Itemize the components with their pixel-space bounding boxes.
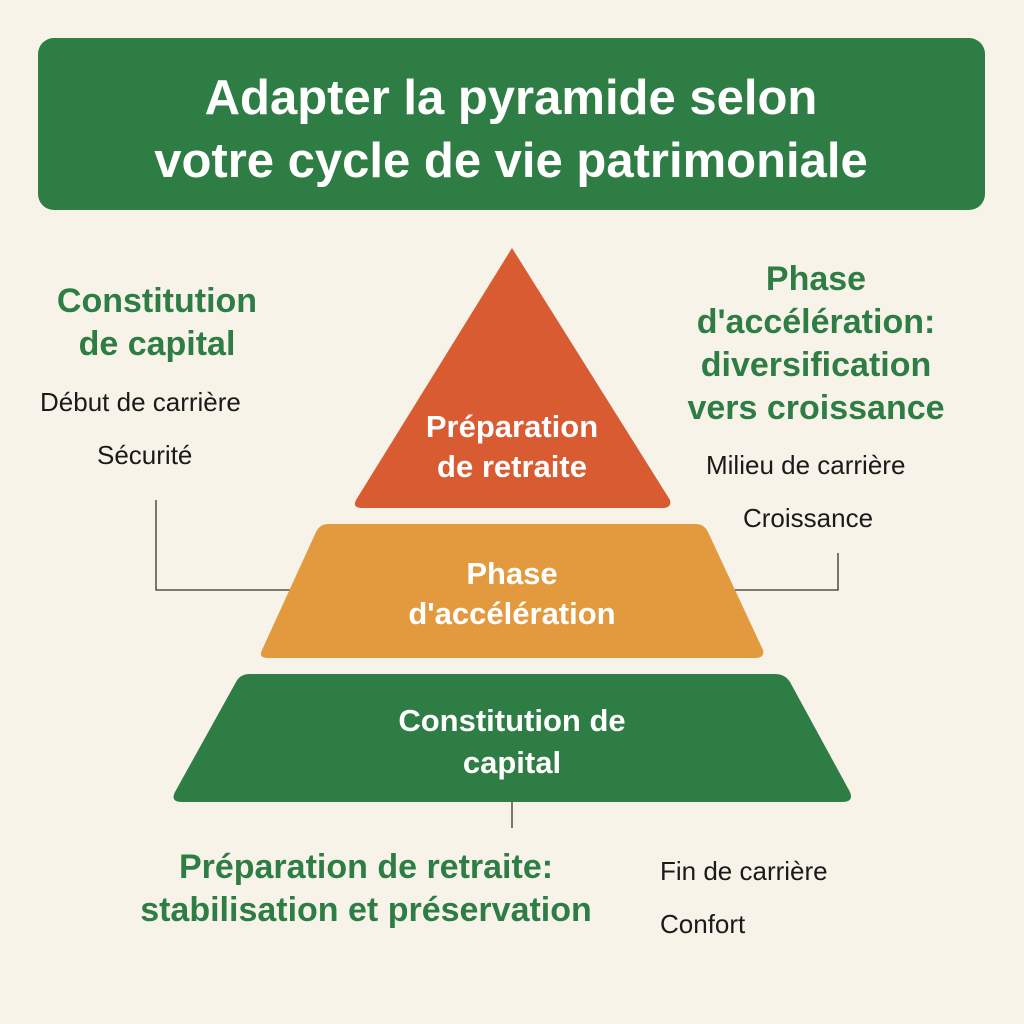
right-detail1: Milieu de carrière — [706, 450, 905, 480]
bottom-title-line1: Préparation de retraite: — [179, 848, 553, 886]
left-connector — [155, 500, 292, 591]
pyramid-bottom-level — [173, 674, 851, 802]
bottom-title-line2: stabilisation et préservation — [140, 891, 592, 929]
top-level-line2: de retraite — [437, 449, 587, 484]
top-level-line1: Préparation — [426, 409, 598, 444]
left-title-line2: de capital — [79, 325, 236, 363]
left-detail1: Début de carrière — [40, 387, 241, 417]
right-title-line2: d'accélération: — [697, 303, 936, 341]
right-connector — [735, 553, 839, 591]
pyramid-top-level — [354, 248, 671, 508]
right-title-line4: vers croissance — [687, 389, 944, 427]
bottom-detail2: Confort — [660, 909, 746, 939]
pyramid-middle-level — [260, 524, 764, 658]
title-line2: votre cycle de vie patrimoniale — [154, 134, 868, 188]
right-title-line1: Phase — [766, 260, 866, 298]
left-detail2: Sécurité — [97, 440, 192, 470]
bottom-level-line2: capital — [463, 745, 561, 780]
right-detail2: Croissance — [743, 503, 873, 533]
left-title-line1: Constitution — [57, 282, 257, 320]
bottom-detail1: Fin de carrière — [660, 856, 828, 886]
middle-level-line2: d'accélération — [408, 596, 615, 631]
bottom-level-line1: Constitution de — [398, 703, 625, 738]
title-line1: Adapter la pyramide selon — [205, 71, 818, 125]
middle-level-line1: Phase — [466, 556, 557, 591]
title-banner — [38, 38, 985, 210]
right-title-line3: diversification — [701, 346, 932, 384]
